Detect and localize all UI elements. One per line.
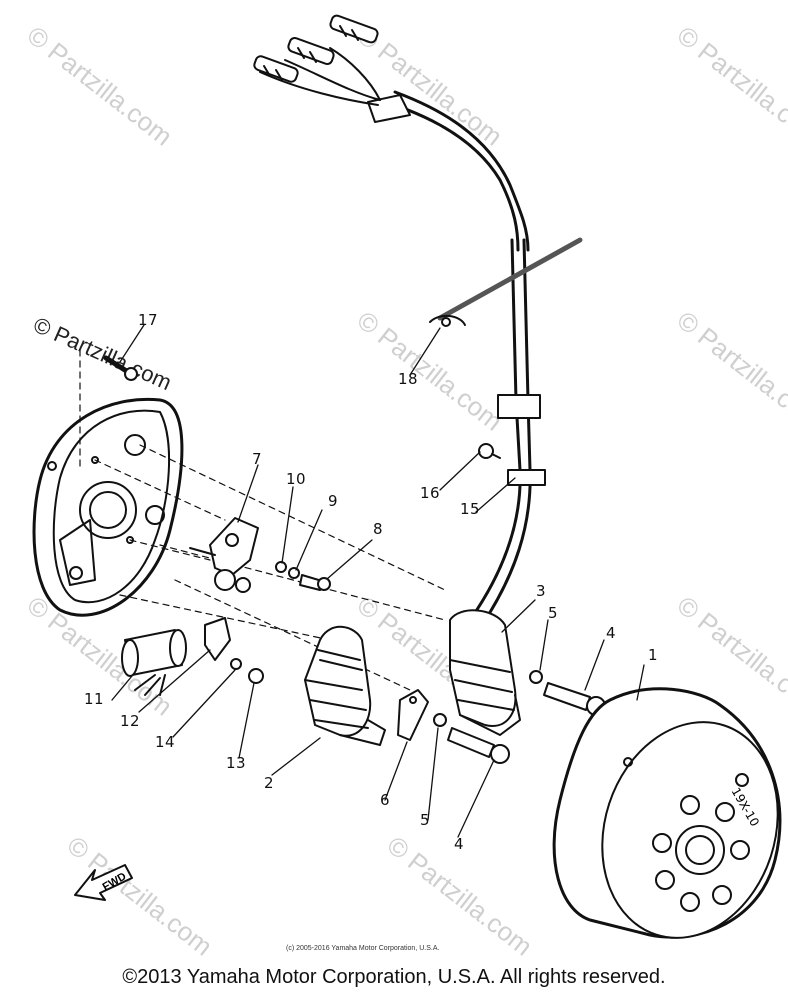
callout-10: 10 — [286, 470, 307, 488]
callout-8: 8 — [373, 520, 384, 538]
copyright-notice: ©2013 Yamaha Motor Corporation, U.S.A. A… — [122, 966, 666, 988]
coil-2 — [304, 625, 386, 746]
flywheel — [552, 687, 782, 939]
callout-16: 16 — [420, 484, 441, 502]
screw-4 — [447, 727, 510, 764]
connector — [253, 55, 299, 83]
washer-5 — [433, 713, 447, 727]
screw-16 — [478, 443, 501, 459]
screw-8 — [299, 574, 331, 591]
coil-3 — [449, 609, 521, 736]
washer-10 — [275, 561, 287, 573]
callout-5: 5 — [420, 811, 431, 829]
washer-9 — [288, 567, 300, 579]
callout-17: 17 — [138, 311, 159, 329]
callout-15: 15 — [460, 500, 481, 518]
callout-7: 7 — [252, 450, 263, 468]
callout-5: 5 — [548, 604, 559, 622]
callout-1: 1 — [648, 646, 659, 664]
washer-5 — [529, 670, 543, 684]
contact-breaker — [189, 517, 259, 593]
callout-3: 3 — [536, 582, 547, 600]
callout-14: 14 — [155, 733, 176, 751]
washer-14 — [230, 658, 242, 670]
condenser — [121, 629, 187, 696]
plate-6 — [397, 689, 429, 741]
screw-13 — [248, 668, 264, 684]
callout-18: 18 — [398, 370, 419, 388]
callout-leaders — [111, 324, 645, 838]
fwd-arrow — [74, 864, 133, 901]
small-copyright: (c) 2005-2016 Yamaha Motor Corporation, … — [286, 945, 440, 952]
callout-2: 2 — [264, 774, 275, 792]
screw-17 — [103, 355, 138, 381]
assembly-leader-lines — [79, 349, 446, 691]
stator-base-plate — [32, 397, 184, 617]
connector — [329, 14, 379, 44]
callout-12: 12 — [120, 712, 141, 730]
callout-11: 11 — [84, 690, 105, 708]
callout-6: 6 — [380, 791, 391, 809]
callout-4: 4 — [454, 835, 465, 853]
callout-13: 13 — [226, 754, 247, 772]
callout-4: 4 — [606, 624, 617, 642]
connector — [287, 36, 335, 66]
wire-harness — [253, 14, 583, 627]
condenser-bracket — [204, 617, 231, 661]
callout-9: 9 — [328, 492, 339, 510]
